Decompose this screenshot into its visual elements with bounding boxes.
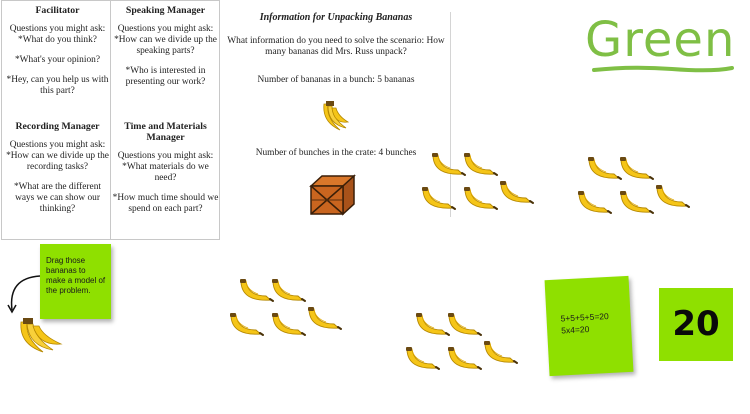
banana-icon[interactable] xyxy=(270,312,306,345)
banana-icon[interactable] xyxy=(270,278,306,311)
banana-icon[interactable] xyxy=(586,156,622,189)
banana-icon[interactable] xyxy=(462,152,498,185)
banana-icon[interactable] xyxy=(498,180,534,213)
facilitator-line: Questions you might ask: xyxy=(9,24,106,34)
time-cell: Time and Materials Manager Questions you… xyxy=(112,121,219,224)
drag-instruction-note[interactable]: Drag those bananas to make a model of th… xyxy=(40,244,111,319)
group-label-underline xyxy=(592,65,734,73)
curved-arrow-icon xyxy=(7,275,41,314)
recording-line: Questions you might ask: xyxy=(9,140,106,150)
banana-icon[interactable] xyxy=(618,190,654,223)
recording-line: *How can we divide up the recording task… xyxy=(6,151,109,172)
speaking-line: *How can we divide up the speaking parts… xyxy=(114,35,217,56)
info-panel: Information for Unpacking Bananas What i… xyxy=(222,12,451,217)
banana-icon[interactable] xyxy=(446,346,482,379)
time-line: *How much time should we spend on each p… xyxy=(112,193,219,214)
speaking-title: Speaking Manager xyxy=(125,5,206,16)
facilitator-cell: Facilitator Questions you might ask: *Wh… xyxy=(4,5,111,106)
banana-icon[interactable] xyxy=(228,312,264,345)
banana-icon[interactable] xyxy=(238,278,274,311)
group-label: Green xyxy=(585,12,736,68)
table-divider xyxy=(110,1,111,239)
facilitator-title: Facilitator xyxy=(35,5,80,16)
info-question: What information do you need to solve th… xyxy=(227,35,445,58)
roles-table: Facilitator Questions you might ask: *Wh… xyxy=(1,0,220,240)
info-bunch-line: Number of bananas in a bunch: 5 bananas xyxy=(257,74,415,85)
info-title: Information for Unpacking Bananas xyxy=(259,12,413,23)
recording-line: *What are the different ways we can show… xyxy=(13,182,102,214)
answer-note[interactable]: 20 xyxy=(659,288,733,361)
banana-icon[interactable] xyxy=(446,312,482,345)
banana-icon[interactable] xyxy=(420,186,456,219)
facilitator-line: *What's your opinion? xyxy=(14,55,100,65)
banana-icon[interactable] xyxy=(430,152,466,185)
banana-icon[interactable] xyxy=(618,156,654,189)
facilitator-line: *Hey, can you help us with this part? xyxy=(6,75,109,96)
facilitator-line: *What do you think? xyxy=(18,35,97,45)
banana-icon[interactable] xyxy=(414,312,450,345)
crate-icon xyxy=(309,174,356,216)
speaking-line: *Who is interested in presenting our wor… xyxy=(125,66,206,87)
equation-multiplication: 5x4=20 xyxy=(560,323,590,336)
banana-icon[interactable] xyxy=(462,186,498,219)
banana-icon[interactable] xyxy=(482,340,518,373)
banana-icon[interactable] xyxy=(576,190,612,223)
time-line: Questions you might ask: xyxy=(117,151,214,161)
time-title: Time and Materials Manager xyxy=(124,121,207,143)
recording-title: Recording Manager xyxy=(15,121,100,132)
speaking-cell: Speaking Manager Questions you might ask… xyxy=(112,5,219,97)
banana-icon[interactable] xyxy=(404,346,440,379)
equation-note[interactable]: 5+5+5+5=20 5x4=20 xyxy=(544,275,634,377)
banana-bunch-icon xyxy=(323,101,350,131)
speaking-line: Questions you might ask: xyxy=(117,24,214,34)
banana-icon[interactable] xyxy=(654,184,690,217)
recording-cell: Recording Manager Questions you might as… xyxy=(4,121,111,224)
time-line: *What materials do we need? xyxy=(122,162,209,183)
draggable-banana-bunch[interactable] xyxy=(17,318,63,358)
info-crate-line: Number of bunches in the crate: 4 bunche… xyxy=(255,148,417,158)
banana-icon[interactable] xyxy=(306,306,342,339)
